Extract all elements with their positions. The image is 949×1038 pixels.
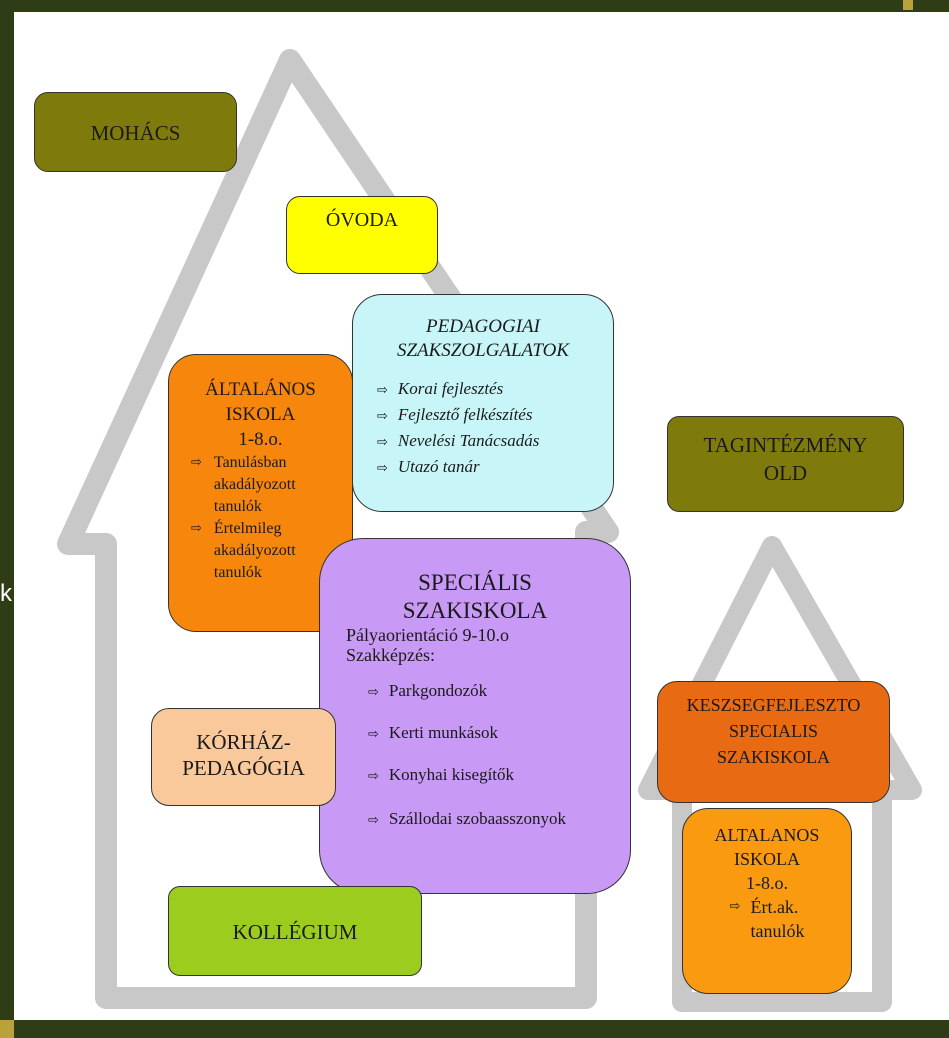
altalanos-old-line-2: ISKOLA: [734, 849, 800, 869]
altalanos-old-line-3: 1-8.o.: [746, 873, 788, 893]
list-item: ⇨ Tanulásban akadályozott tanulók: [191, 452, 342, 518]
ovoda-box: ÓVODA: [286, 196, 438, 274]
list-item: ⇨ Ért.ak. tanulók: [683, 895, 851, 943]
title-line-3: 1-8.o.: [238, 429, 283, 450]
arrow-icon: ⇨: [368, 685, 379, 700]
item-label: Szállodai szobaasszonyok: [388, 809, 566, 828]
diagram-canvas: MOHÁCS ÓVODA PEDAGOGIAI SZAKSZOLGALATOK …: [14, 12, 949, 1020]
item-label: Konyhai kisegítők: [388, 765, 515, 784]
korhaz-line-1: KÓRHÁZ-: [196, 730, 291, 754]
list-item: ⇨ Konyhai kisegítők: [346, 765, 620, 787]
frame-accent-bottom: [0, 1020, 14, 1038]
item-label: Utazó tanár: [397, 457, 480, 476]
arrow-icon: ⇨: [377, 461, 388, 476]
arrow-icon: ⇨: [377, 409, 388, 424]
list-item: ⇨ Értelmileg akadályozott tanulók: [191, 518, 342, 584]
list-item: ⇨ Parkgondozók: [346, 681, 620, 703]
title-line-2: ISKOLA: [225, 404, 296, 425]
mohacs-label: MOHÁCS: [90, 121, 181, 145]
item-label: Kerti munkások: [388, 723, 498, 742]
item-label: Nevelési Tanácsadás: [397, 431, 540, 450]
altalanos-iskola-title: ÁLTALÁNOS ISKOLA 1-8.o.: [179, 377, 342, 452]
korhaz-line-2: PEDAGÓGIA: [182, 756, 305, 780]
szakkepzes-text: Szakképzés:: [346, 645, 435, 665]
title-line-1: ÁLTALÁNOS: [205, 379, 316, 400]
arrow-icon: ⇨: [729, 899, 741, 914]
arrow-icon: ⇨: [368, 769, 379, 784]
title-line-2: SZAKSZOLGALATOK: [396, 340, 570, 361]
specialis-szakiskola-title: SPECIÁLIS SZAKISKOLA: [330, 569, 620, 625]
palyaorientacio-text: Pályaorientáció 9-10.o: [346, 625, 509, 645]
kollegium-box: KOLLÉGIUM: [168, 886, 422, 976]
list-item: ⇨ Nevelési Tanácsadás: [367, 429, 599, 455]
arrow-icon: ⇨: [368, 813, 379, 828]
list-item: ⇨ Fejlesztő felkészítés: [367, 403, 599, 429]
item-label: Fejlesztő felkészítés: [397, 405, 533, 424]
keszsegfejleszto-box: KESZSEGFEJLESZTO SPECIALIS SZAKISKOLA: [657, 681, 890, 803]
list-item: ⇨ Utazó tanár: [367, 455, 599, 481]
title-line-2: SZAKISKOLA: [402, 598, 548, 623]
list-item: ⇨ Szállodai szobaasszonyok: [346, 809, 620, 831]
item-line-1: Ért.ak.: [750, 897, 799, 917]
specialis-szakiskola-box: SPECIÁLIS SZAKISKOLA Pályaorientáció 9-1…: [319, 538, 631, 894]
tagintezmeny-line-1: TAGINTÉZMÉNY: [703, 433, 868, 457]
item-label: Tanulásban akadályozott tanulók: [213, 454, 296, 515]
kollegium-label: KOLLÉGIUM: [232, 920, 358, 944]
title-line-1: PEDAGOGIAI: [426, 316, 540, 337]
item-line-2: tanulók: [750, 921, 805, 941]
arrow-icon: ⇨: [191, 455, 202, 470]
altalanos-iskola-box: ÁLTALÁNOS ISKOLA 1-8.o. ⇨ Tanulásban akad…: [168, 354, 353, 632]
keszsegfejleszto-line-1: KESZSEGFEJLESZTO: [686, 695, 861, 715]
keszsegfejleszto-line-2: SPECIALIS: [728, 721, 818, 741]
altalanos-old-line-1: ALTALANOS: [714, 825, 820, 845]
mohacs-box: MOHÁCS: [34, 92, 237, 172]
keszsegfejleszto-line-3: SZAKISKOLA: [716, 747, 830, 767]
arrow-icon: ⇨: [377, 383, 388, 398]
item-label: Értelmileg akadályozott tanulók: [213, 520, 296, 581]
list-item: ⇨ Korai fejlesztés: [367, 377, 599, 403]
tagintezmeny-box: TAGINTÉZMÉNY OLD: [667, 416, 904, 512]
list-item: ⇨ Kerti munkások: [346, 723, 620, 745]
altalanos-iskola-old-box: ALTALANOS ISKOLA 1-8.o. ⇨ Ért.ak. tanuló…: [682, 808, 852, 994]
frame-accent-top: [903, 0, 913, 10]
korhaz-pedagogia-box: KÓRHÁZ- PEDAGÓGIA: [151, 708, 336, 806]
arrow-icon: ⇨: [377, 435, 388, 450]
tagintezmeny-line-2: OLD: [763, 461, 808, 485]
pedagogiai-szakszolgalatok-box: PEDAGOGIAI SZAKSZOLGALATOK ⇨ Korai fejles…: [352, 294, 614, 512]
title-line-1: SPECIÁLIS: [418, 570, 532, 595]
ovoda-label: ÓVODA: [325, 209, 399, 231]
pedagogiai-szakszolgalatok-title: PEDAGOGIAI SZAKSZOLGALATOK: [367, 315, 599, 363]
item-label: Ért.ak. tanulók: [750, 895, 804, 943]
arrow-icon: ⇨: [368, 727, 379, 742]
arrow-icon: ⇨: [191, 521, 202, 536]
slide-edge-text: k: [0, 580, 12, 607]
item-label: Parkgondozók: [388, 681, 488, 700]
item-label: Korai fejlesztés: [397, 379, 504, 398]
